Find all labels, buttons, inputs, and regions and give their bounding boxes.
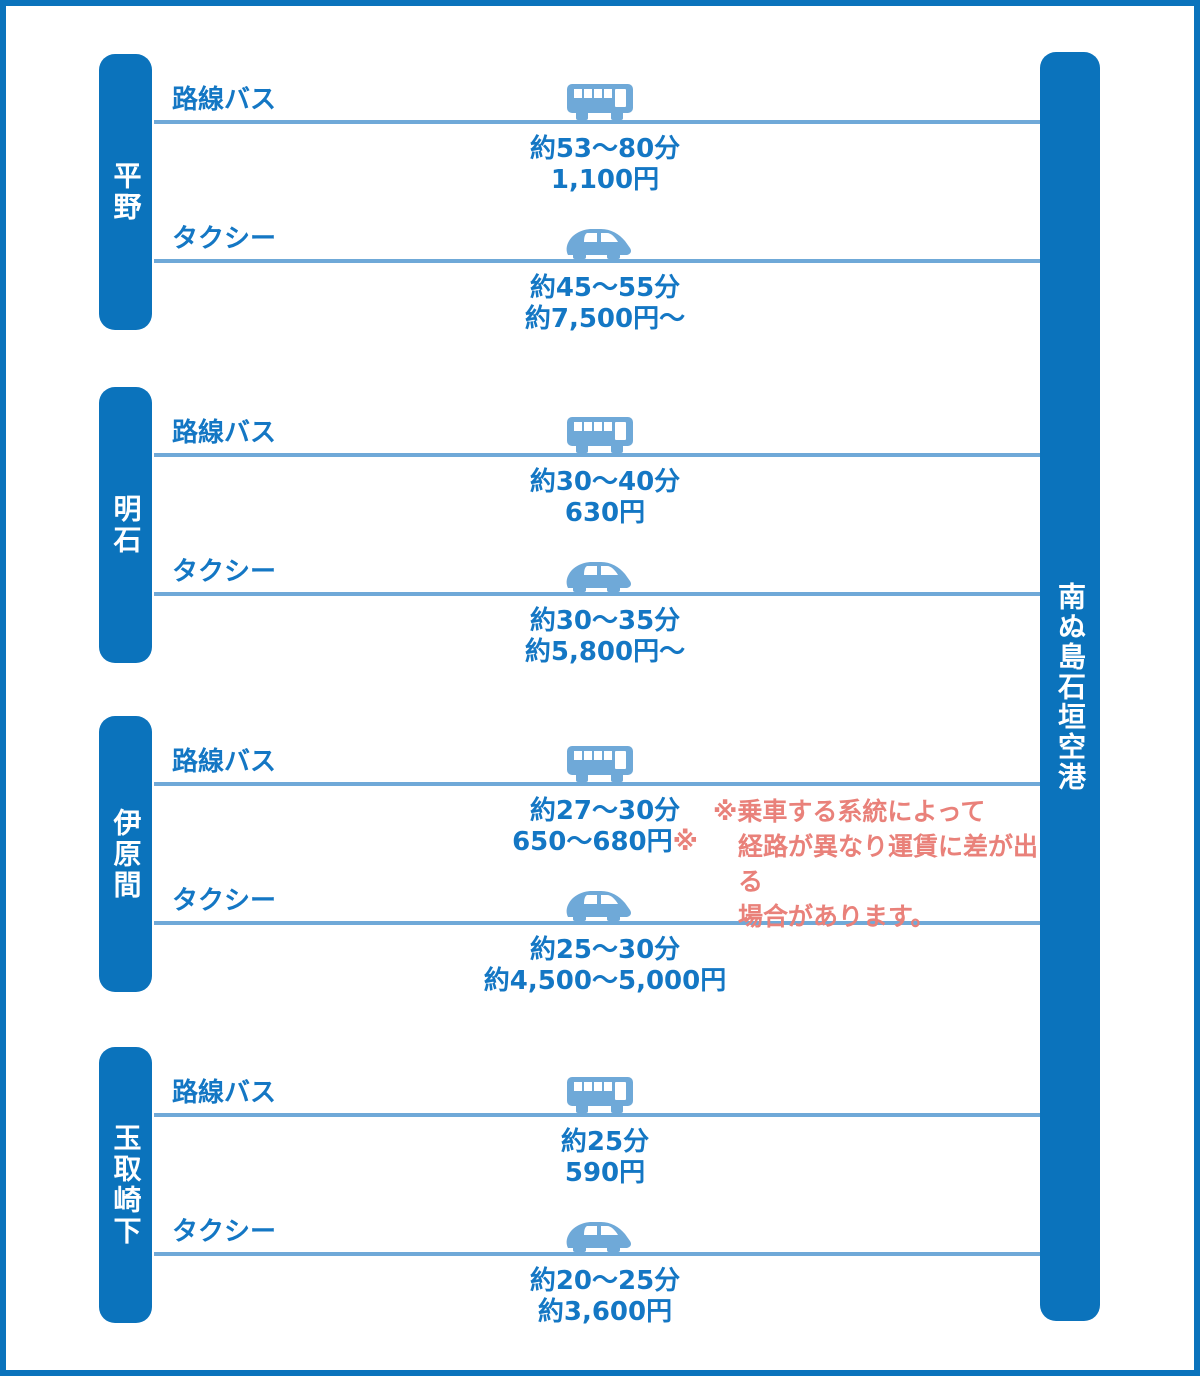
airport-pill: 南ぬ島石垣空港 (1040, 52, 1100, 1321)
fare-footnote-marker: ※ (672, 827, 698, 857)
station-name: 平野 (109, 161, 143, 223)
route-time: 約27〜30分 (529, 796, 681, 826)
route-time: 約30〜35分 (529, 606, 681, 636)
bus-icon (567, 1077, 633, 1117)
route-time: 約25〜30分 (529, 935, 681, 965)
transport-mode-label: タクシー (172, 557, 277, 587)
route-time: 約25分 (560, 1127, 650, 1157)
route-fare: 約3,600円 (537, 1297, 673, 1327)
transport-mode-label: 路線バス (172, 747, 277, 777)
bus-icon (567, 84, 633, 124)
footnote-marker: ※ (713, 797, 738, 826)
station-pill: 伊原間 (99, 716, 152, 992)
footnote-line: 場合があります。 (738, 902, 936, 931)
station-name: 玉取崎下 (109, 1123, 143, 1247)
route-line (154, 592, 1040, 596)
route-info: 約53〜80分 1,100円 (405, 134, 805, 196)
route-fare: 630円 (564, 498, 646, 528)
route-line (154, 259, 1040, 263)
station-pill: 玉取崎下 (99, 1047, 152, 1323)
route-fare: 1,100円 (550, 165, 660, 195)
transport-mode-label: 路線バス (172, 85, 277, 115)
station-pill: 明石 (99, 387, 152, 663)
route-line (154, 120, 1040, 124)
route-fare: 約5,800円〜 (524, 637, 686, 667)
route-line (154, 1113, 1040, 1117)
route-time: 約30〜40分 (529, 467, 681, 497)
route-time: 約45〜55分 (529, 273, 681, 303)
route-info: 約25〜30分 約4,500〜5,000円 (405, 935, 805, 997)
route-fare: 590円 (564, 1158, 646, 1188)
route-line (154, 921, 1040, 925)
station-name: 伊原間 (109, 807, 143, 901)
taxi-icon (565, 887, 635, 925)
route-fare: 650〜680円※ (512, 827, 698, 857)
footnote-line: 経路が異なり運賃に差が出る (738, 832, 1039, 896)
fare-footnote: ※乗車する系統によって 経路が異なり運賃に差が出る 場合があります。 (713, 794, 1053, 934)
transport-mode-label: タクシー (172, 1217, 277, 1247)
route-line (154, 782, 1040, 786)
transport-mode-label: 路線バス (172, 418, 277, 448)
route-info: 約30〜40分 630円 (405, 467, 805, 529)
taxi-icon (565, 1218, 635, 1256)
station-section-akaishi: 明石 路線バス 約30〜40分 630円 タクシー (0, 387, 1200, 667)
route-time: 約20〜25分 (529, 1266, 681, 1296)
route-fare: 約4,500〜5,000円 (483, 966, 727, 996)
transport-mode-label: タクシー (172, 886, 277, 916)
bus-icon (567, 417, 633, 457)
route-info: 約30〜35分 約5,800円〜 (405, 606, 805, 668)
route-time: 約53〜80分 (529, 134, 681, 164)
station-name: 明石 (109, 494, 143, 556)
bus-icon (567, 746, 633, 786)
transport-mode-label: タクシー (172, 224, 277, 254)
transport-mode-label: 路線バス (172, 1078, 277, 1108)
taxi-icon (565, 558, 635, 596)
footnote-line: ※乗車する系統によって (713, 797, 986, 826)
route-info: 約25分 590円 (405, 1127, 805, 1189)
route-line (154, 1252, 1040, 1256)
taxi-icon (565, 225, 635, 263)
route-line (154, 453, 1040, 457)
route-info: 約27〜30分 650〜680円※ (405, 796, 805, 858)
station-section-hirano: 平野 路線バス 約53〜80分 1,100円 タクシー (0, 54, 1200, 334)
station-section-ibaruma: 伊原間 路線バス 約27〜30分 650〜680円※ タクシー (0, 716, 1200, 996)
route-info: 約45〜55分 約7,500円〜 (405, 273, 805, 335)
station-pill: 平野 (99, 54, 152, 330)
station-section-tamatorizaki: 玉取崎下 路線バス 約25分 590円 タクシー (0, 1047, 1200, 1327)
airport-name: 南ぬ島石垣空港 (1054, 581, 1087, 792)
route-info: 約20〜25分 約3,600円 (405, 1266, 805, 1328)
route-fare: 約7,500円〜 (524, 304, 686, 334)
